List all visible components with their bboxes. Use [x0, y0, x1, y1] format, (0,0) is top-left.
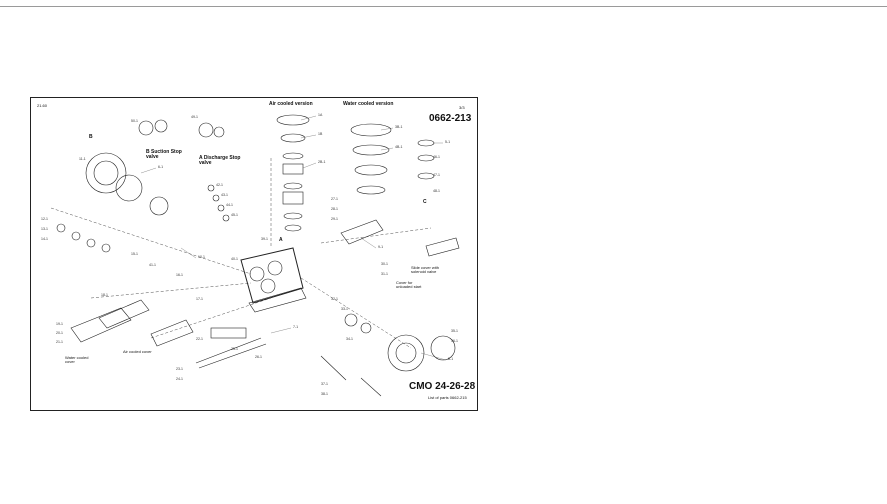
air-cooled-cover-label: Air cooled cover	[123, 349, 152, 354]
callout: 28-1	[331, 207, 339, 211]
callout: 3B-1	[395, 125, 403, 129]
callout: 45-1	[231, 213, 239, 217]
callout: 30-1	[381, 262, 389, 266]
callout: 50-1	[131, 119, 139, 123]
top-rule	[0, 6, 887, 7]
callout: 24-1	[176, 377, 184, 381]
label-b: B	[89, 134, 93, 140]
water-cooled-cover-label: Water cooled cover	[65, 355, 89, 364]
callout: 6-1	[158, 165, 164, 169]
callout: 43-1	[221, 193, 229, 197]
callout: 21-1	[56, 340, 64, 344]
callout: 36-1	[451, 339, 459, 343]
callout: 26-1	[255, 355, 263, 359]
part-number: 0662-213	[429, 113, 472, 124]
callout: 10-1	[198, 255, 206, 259]
model-label: CMO 24-26-28	[409, 381, 476, 392]
callout: 48-1	[433, 189, 441, 193]
callout: 32-1	[331, 297, 339, 301]
list-of-parts-label: List of parts 0662-215	[428, 395, 467, 400]
callout: 14-1	[41, 237, 49, 241]
callout: 12-1	[41, 217, 49, 221]
callout: 1B	[318, 132, 323, 136]
callout: 16-1	[176, 273, 184, 277]
suction-valve-label: B Suction Stop valve	[146, 149, 182, 160]
callout: 11-1	[79, 157, 86, 161]
callout: 15-1	[131, 252, 139, 256]
callout: 44-1	[226, 203, 234, 207]
exploded-view-drawing	[50, 114, 460, 397]
callout: 7-1	[293, 325, 299, 329]
corner-code: 21.60	[37, 103, 48, 108]
cover-unloaded-label: Cover for unloaded start	[396, 280, 422, 289]
slide-cover-label: Slide cover with solenoid valve	[411, 265, 440, 274]
label-a: A	[279, 237, 283, 243]
callout: 18-1	[101, 293, 109, 297]
callout: 38-1	[321, 392, 329, 396]
callout: 37-1	[321, 382, 329, 386]
callout: 49-1	[191, 115, 199, 119]
callout: 9-1	[378, 245, 384, 249]
callout: 47-1	[433, 173, 441, 177]
callout: 2B-1	[318, 160, 326, 164]
callout: 20-1	[56, 331, 64, 335]
callout: 19-1	[56, 322, 64, 326]
callout: 34-1	[346, 337, 354, 341]
callout: 31-1	[381, 272, 389, 276]
callout: 1A	[318, 113, 323, 117]
water-cooled-label: Water cooled version	[343, 101, 394, 107]
callout: 13-1	[41, 227, 49, 231]
page-ref: 3/3	[459, 105, 465, 110]
callout: 42-1	[216, 183, 224, 187]
callout: 29-1	[331, 217, 339, 221]
callout: 8-1	[448, 357, 454, 361]
callout: 4B-1	[395, 145, 403, 149]
callout: 5-1	[445, 140, 451, 144]
callout: 33-1	[341, 307, 349, 311]
callout: 27-1	[331, 197, 339, 201]
callout: 39-1	[261, 237, 269, 241]
callout: 35-1	[451, 329, 459, 333]
air-cooled-label: Air cooled version	[269, 101, 313, 107]
callout: 17-1	[196, 297, 204, 301]
label-c: C	[423, 199, 427, 205]
callout: 40-1	[231, 257, 239, 261]
parts-diagram-sheet: 21.60 Air cooled version Water cooled ve…	[30, 97, 478, 411]
callout: 46-1	[433, 155, 441, 159]
callout: 23-1	[176, 367, 184, 371]
discharge-valve-label: A Discharge Stop valve	[199, 155, 241, 166]
callout: 25-1	[231, 347, 239, 351]
callout: 41-1	[149, 263, 157, 267]
callout: 22-1	[196, 337, 204, 341]
